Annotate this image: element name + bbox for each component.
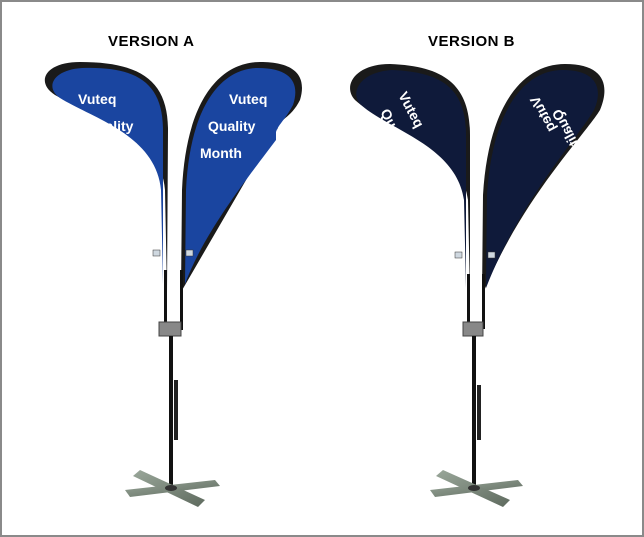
version-b-cross-base (430, 470, 523, 507)
version-a-right-flag-line1: Vuteq (229, 91, 267, 107)
version-a-connector (158, 321, 182, 337)
version-a-left-flag-line2: Quality (86, 118, 134, 134)
version-a-left-flag-line1: Vuteq (78, 91, 116, 107)
version-a-right-flag-line3: Month (200, 145, 242, 161)
version-a-left-flag-logo (152, 249, 161, 257)
version-a-right-flag-line2: Quality (208, 118, 256, 134)
version-a-right-flag-logo (185, 249, 194, 257)
version-a-left-flag-body (52, 67, 163, 284)
version-b-right-flag-logo (487, 251, 496, 259)
version-a-right-flag-body (185, 68, 296, 284)
version-b-right-flag-body (486, 70, 598, 288)
version-a-left-flag-line3: Month (100, 145, 142, 161)
version-a-title: VERSION A (108, 33, 195, 50)
version-b-left-flag-body (356, 70, 466, 288)
version-a-cross-base (125, 470, 220, 507)
version-a-left-flag: Vuteq Quality Month (44, 62, 168, 292)
version-b-pole-sleeve (477, 385, 481, 440)
version-b-stand: Vuteq Quality Month Vuteq Quality Month (350, 64, 606, 507)
version-a-pole-left (164, 270, 167, 330)
version-a-right-flag: Vuteq Quality Month (181, 62, 302, 292)
version-a-pole-sleeve (174, 380, 178, 440)
version-b-pole-left (467, 274, 470, 329)
version-a-pole-right (180, 270, 183, 330)
version-b-left-flag: Vuteq Quality Month (350, 64, 470, 296)
version-b-left-flag-logo (454, 251, 463, 259)
version-a-stand: Vuteq Quality Month Vuteq Quality Month (44, 62, 302, 507)
version-b-title: VERSION B (428, 33, 516, 50)
version-b-right-flag: Vuteq Quality Month (482, 64, 606, 296)
version-b-pole-right (482, 274, 485, 329)
version-b-connector (462, 321, 484, 337)
version-b-main-pole (472, 336, 476, 486)
version-a-main-pole (169, 336, 173, 486)
